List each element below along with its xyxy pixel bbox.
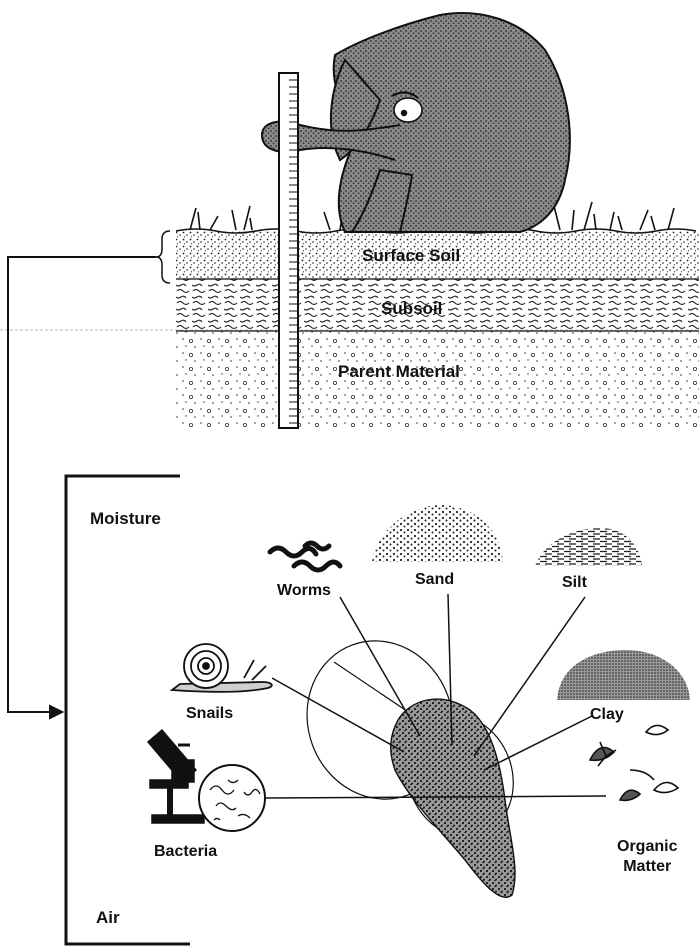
silt-pile	[535, 528, 642, 566]
worms-label: Worms	[277, 583, 331, 599]
measuring-stick-icon	[279, 73, 298, 428]
snails-label: Snails	[186, 706, 233, 722]
clay-label: Clay	[590, 707, 624, 723]
microscope-icon	[148, 730, 204, 823]
surface-soil-label: Surface Soil	[362, 247, 460, 264]
worm-icon	[270, 543, 340, 570]
organic-matter-line2: Matter	[623, 858, 671, 875]
connector-arrow	[8, 257, 156, 718]
pointer-worms	[340, 597, 420, 736]
air-label: Air	[96, 909, 120, 926]
pointer-clay	[484, 716, 592, 770]
elephant-icon	[262, 13, 570, 232]
pointer-snails	[272, 678, 404, 752]
bacteria-icon	[199, 765, 265, 831]
sand-pile	[372, 505, 503, 562]
organic-matter-label: Organic Matter	[617, 837, 677, 877]
clay-pile	[557, 650, 690, 700]
parent-material-label: Parent Material	[338, 363, 460, 380]
bacteria-label: Bacteria	[154, 844, 217, 860]
moisture-label: Moisture	[90, 510, 161, 527]
soil-clod-icon	[391, 699, 515, 897]
organic-matter-line1: Organic	[617, 838, 677, 855]
silt-label: Silt	[562, 575, 587, 591]
snail-icon	[172, 644, 272, 692]
pointer-bacteria	[266, 796, 606, 798]
soil-profile	[0, 229, 699, 427]
component-bracket	[66, 476, 190, 944]
surface-soil-bracket	[156, 231, 170, 283]
subsoil-label: Subsoil	[381, 300, 442, 317]
leaf-icon	[590, 725, 678, 800]
sand-label: Sand	[415, 572, 454, 588]
